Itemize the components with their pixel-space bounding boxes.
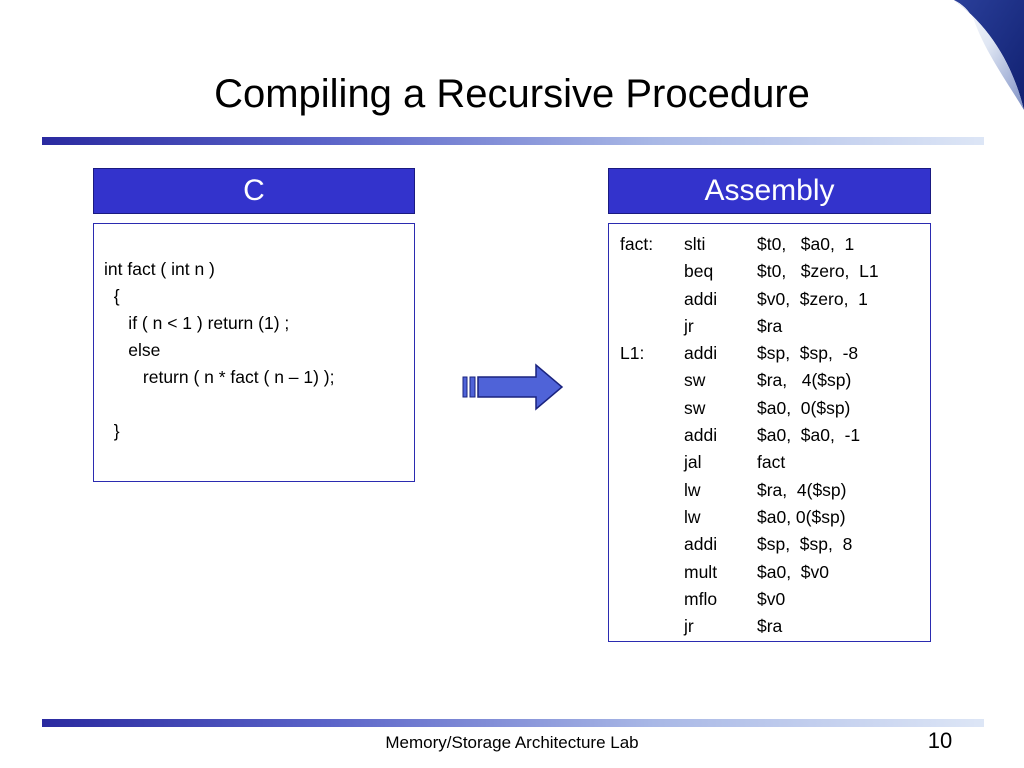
asm-label <box>620 422 684 449</box>
asm-opcode: jal <box>684 452 702 473</box>
asm-opcode: mflo <box>684 588 718 609</box>
assembly-code-box: fact: slti $t0, $a0, 1 beq $t0, $zero, L1 a… <box>608 223 931 642</box>
asm-operands: $sp, $sp, 8 <box>757 534 853 555</box>
c-code-line: return ( n * fact ( n – 1) ); <box>104 367 335 387</box>
asm-operands: $a0, 0($sp) <box>757 397 851 418</box>
c-code-line <box>104 391 414 418</box>
page-number: 10 <box>927 728 953 753</box>
asm-opcode: slti <box>684 234 706 254</box>
assembly-row: addi $a0, $a0, -1 <box>620 422 930 449</box>
assembly-row: mflo $v0 <box>620 586 930 613</box>
asm-operands: $t0, $zero, L1 <box>757 261 879 282</box>
asm-opcode: sw <box>684 397 706 418</box>
c-panel-header: C <box>93 168 415 214</box>
slide-title: Compiling a Recursive Procedure <box>214 72 810 116</box>
assembly-row: mult $a0, $v0 <box>620 559 930 586</box>
asm-label <box>620 367 684 394</box>
c-code-line: else <box>104 340 161 360</box>
c-code-line: } <box>104 421 120 441</box>
asm-label <box>620 313 684 340</box>
c-code-line: int fact ( int n ) <box>104 259 215 279</box>
asm-operands: $a0, $a0, -1 <box>757 425 861 446</box>
right-arrow-icon <box>462 363 564 411</box>
assembly-row: lw $a0, 0($sp) <box>620 504 930 531</box>
asm-operands: $v0 <box>757 588 786 609</box>
asm-opcode: jr <box>684 315 694 336</box>
asm-label: fact: <box>620 234 654 254</box>
asm-operands: $sp, $sp, -8 <box>757 343 859 364</box>
asm-opcode: addi <box>684 343 718 364</box>
asm-opcode: addi <box>684 425 718 446</box>
asm-operands: $ra, 4($sp) <box>757 370 852 391</box>
asm-operands: $v0, $zero, 1 <box>757 288 868 309</box>
asm-label <box>620 504 684 531</box>
assembly-row: sw $a0, 0($sp) <box>620 395 930 422</box>
asm-opcode: mult <box>684 561 718 582</box>
asm-opcode: addi <box>684 288 718 309</box>
asm-label <box>620 531 684 558</box>
asm-operands: $a0, $v0 <box>757 561 829 582</box>
assembly-row: jr $ra <box>620 613 930 640</box>
assembly-row: addi $v0, $zero, 1 <box>620 286 930 313</box>
assembly-row: fact: slti $t0, $a0, 1 <box>620 231 930 258</box>
title-divider <box>42 137 984 145</box>
assembly-row: sw $ra, 4($sp) <box>620 367 930 394</box>
asm-opcode: addi <box>684 534 718 555</box>
asm-opcode: lw <box>684 506 701 527</box>
asm-label <box>620 286 684 313</box>
assembly-row: lw $ra, 4($sp) <box>620 477 930 504</box>
asm-operands: $ra <box>757 315 783 336</box>
assembly-row: jal fact <box>620 449 930 476</box>
asm-label <box>620 613 684 640</box>
asm-operands: $ra <box>757 616 783 637</box>
asm-label <box>620 477 684 504</box>
asm-operands: fact <box>757 452 786 473</box>
footer-divider <box>42 719 984 727</box>
c-code-line: if ( n < 1 ) return (1) ; <box>104 313 290 333</box>
page-curl-icon <box>954 0 1024 110</box>
asm-operands: $t0, $a0, 1 <box>757 234 855 254</box>
c-code-box: int fact ( int n ) { if ( n < 1 ) return… <box>93 223 415 482</box>
asm-label: L1: <box>620 343 645 364</box>
asm-label <box>620 395 684 422</box>
assembly-row: addi $sp, $sp, 8 <box>620 531 930 558</box>
footer-text: Memory/Storage Architecture Lab <box>385 733 639 752</box>
asm-opcode: beq <box>684 261 714 282</box>
asm-opcode: jr <box>684 616 694 637</box>
asm-operands: $ra, 4($sp) <box>757 479 847 500</box>
asm-opcode: sw <box>684 370 706 391</box>
asm-label <box>620 586 684 613</box>
asm-label <box>620 449 684 476</box>
assembly-panel-header: Assembly <box>608 168 931 214</box>
assembly-row: jr $ra <box>620 313 930 340</box>
asm-operands: $a0, 0($sp) <box>757 506 846 527</box>
assembly-row: beq $t0, $zero, L1 <box>620 258 930 285</box>
c-code-line: { <box>104 286 120 306</box>
asm-opcode: lw <box>684 479 701 500</box>
asm-label <box>620 559 684 586</box>
asm-label <box>620 258 684 285</box>
assembly-row: L1: addi $sp, $sp, -8 <box>620 340 930 367</box>
